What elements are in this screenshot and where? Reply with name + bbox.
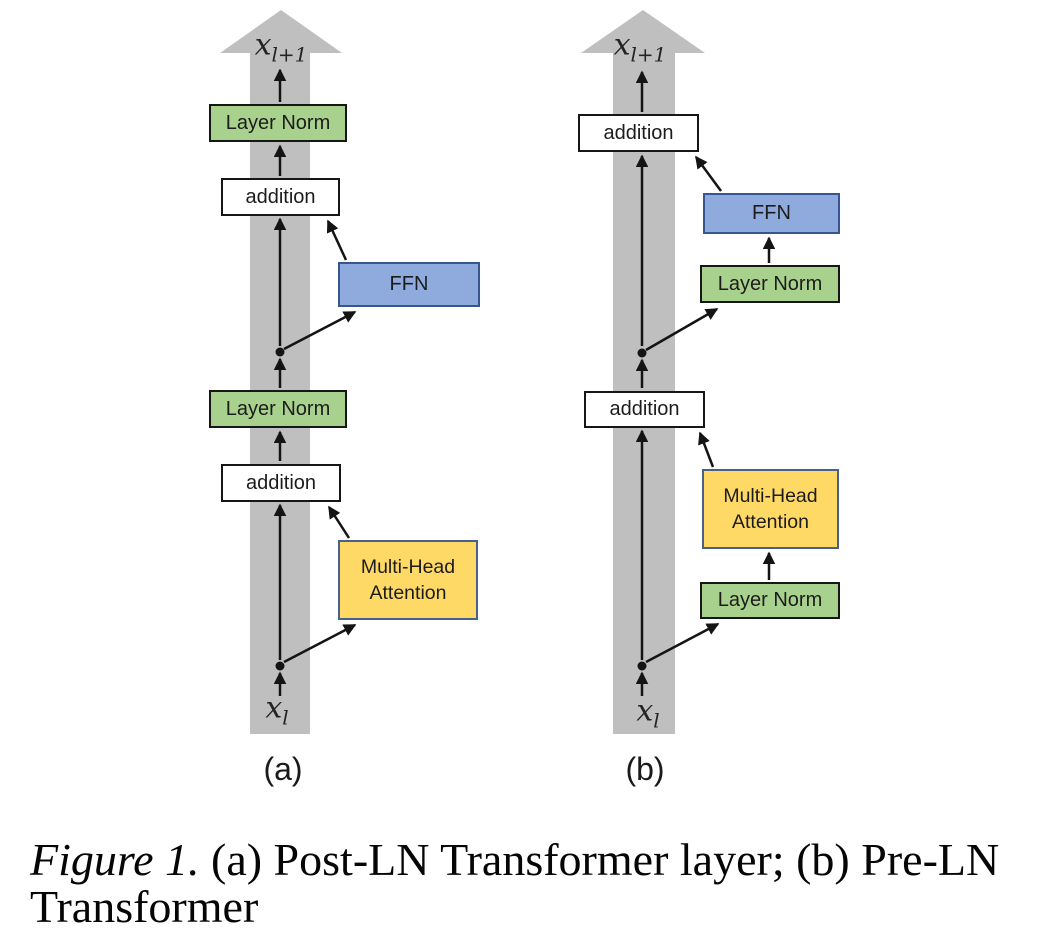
branch-point-dot — [637, 661, 647, 671]
multi-head-attention-box-b: Multi-Head Attention — [702, 469, 839, 549]
branch-point-dot — [275, 661, 285, 671]
addition-label: addition — [245, 185, 316, 208]
addition-top-box-b: addition — [578, 114, 699, 152]
layer-norm-mid-box-a: Layer Norm — [209, 390, 347, 428]
arrow-ffn-to-addition-a — [326, 219, 348, 261]
addition-label: addition — [609, 398, 680, 420]
attention-label-line1: Multi-Head — [723, 484, 818, 507]
layer-norm-label: Layer Norm — [225, 111, 331, 134]
ffn-box-a: FFN — [338, 262, 480, 307]
branch-point-dot — [637, 348, 647, 358]
input-variable-label-b: xl — [636, 694, 659, 733]
layer-norm-lower-box-b: Layer Norm — [700, 582, 840, 619]
layer-norm-label: Layer Norm — [717, 589, 823, 611]
math-x: x — [636, 693, 654, 729]
figure-caption: Figure 1. (a) Post-LN Transformer layer;… — [30, 836, 1030, 936]
caption-line-1: Figure 1. (a) Post-LN Transformer layer;… — [30, 836, 1030, 930]
output-variable-label-a: xl+1 — [255, 28, 308, 67]
flow-arrows-a — [273, 68, 357, 696]
caption-figure-number: Figure 1. — [30, 834, 200, 885]
addition-bottom-box-b: addition — [584, 391, 705, 428]
arrow-dot-to-layernorm-lower-b — [645, 622, 720, 664]
arrow-dot-to-layernorm-upper-b — [645, 307, 719, 352]
ffn-label: FFN — [389, 273, 429, 295]
addition-label: addition — [603, 121, 674, 144]
ffn-label: FFN — [752, 202, 791, 224]
layer-norm-top-box-a: Layer Norm — [209, 104, 347, 142]
addition-top-box-a: addition — [221, 178, 340, 216]
panel-label-a: (a) — [263, 751, 303, 787]
math-x: x — [613, 27, 631, 63]
attention-label-line1: Multi-Head — [360, 555, 456, 578]
math-x: x — [265, 690, 283, 726]
math-subscript: l+1 — [271, 42, 308, 67]
output-variable-label-b: xl+1 — [614, 28, 667, 67]
math-subscript: l — [282, 705, 289, 730]
caption-text: (a) Post-LN Transformer layer; (b) Pre-L… — [30, 834, 1000, 932]
arrow-ffn-to-addition-b — [694, 155, 723, 192]
panel-label-b: (b) — [625, 751, 665, 787]
arrow-dot-to-attention-a — [283, 623, 357, 664]
arrow-attention-to-addition-a — [327, 505, 351, 539]
ffn-box-b: FFN — [703, 193, 840, 234]
attention-label-line2: Attention — [732, 511, 809, 533]
addition-bottom-box-a: addition — [221, 464, 341, 502]
math-subscript: l — [653, 708, 660, 733]
branch-point-dot — [275, 347, 285, 357]
flow-arrows-b — [635, 70, 776, 696]
attention-label-line2: Attention — [369, 582, 447, 604]
layer-norm-label: Layer Norm — [717, 272, 823, 295]
multi-head-attention-box-a: Multi-Head Attention — [338, 540, 478, 620]
math-subscript: l+1 — [630, 42, 667, 67]
caption-line-2: layer. — [30, 930, 1030, 936]
math-x: x — [254, 27, 272, 63]
input-variable-label-a: xl — [265, 691, 288, 730]
arrow-attention-to-addition-b — [698, 431, 715, 468]
layer-norm-label: Layer Norm — [225, 397, 331, 420]
layer-norm-upper-box-b: Layer Norm — [700, 265, 840, 303]
addition-label: addition — [245, 471, 317, 494]
arrow-dot-to-ffn-a — [283, 310, 357, 351]
